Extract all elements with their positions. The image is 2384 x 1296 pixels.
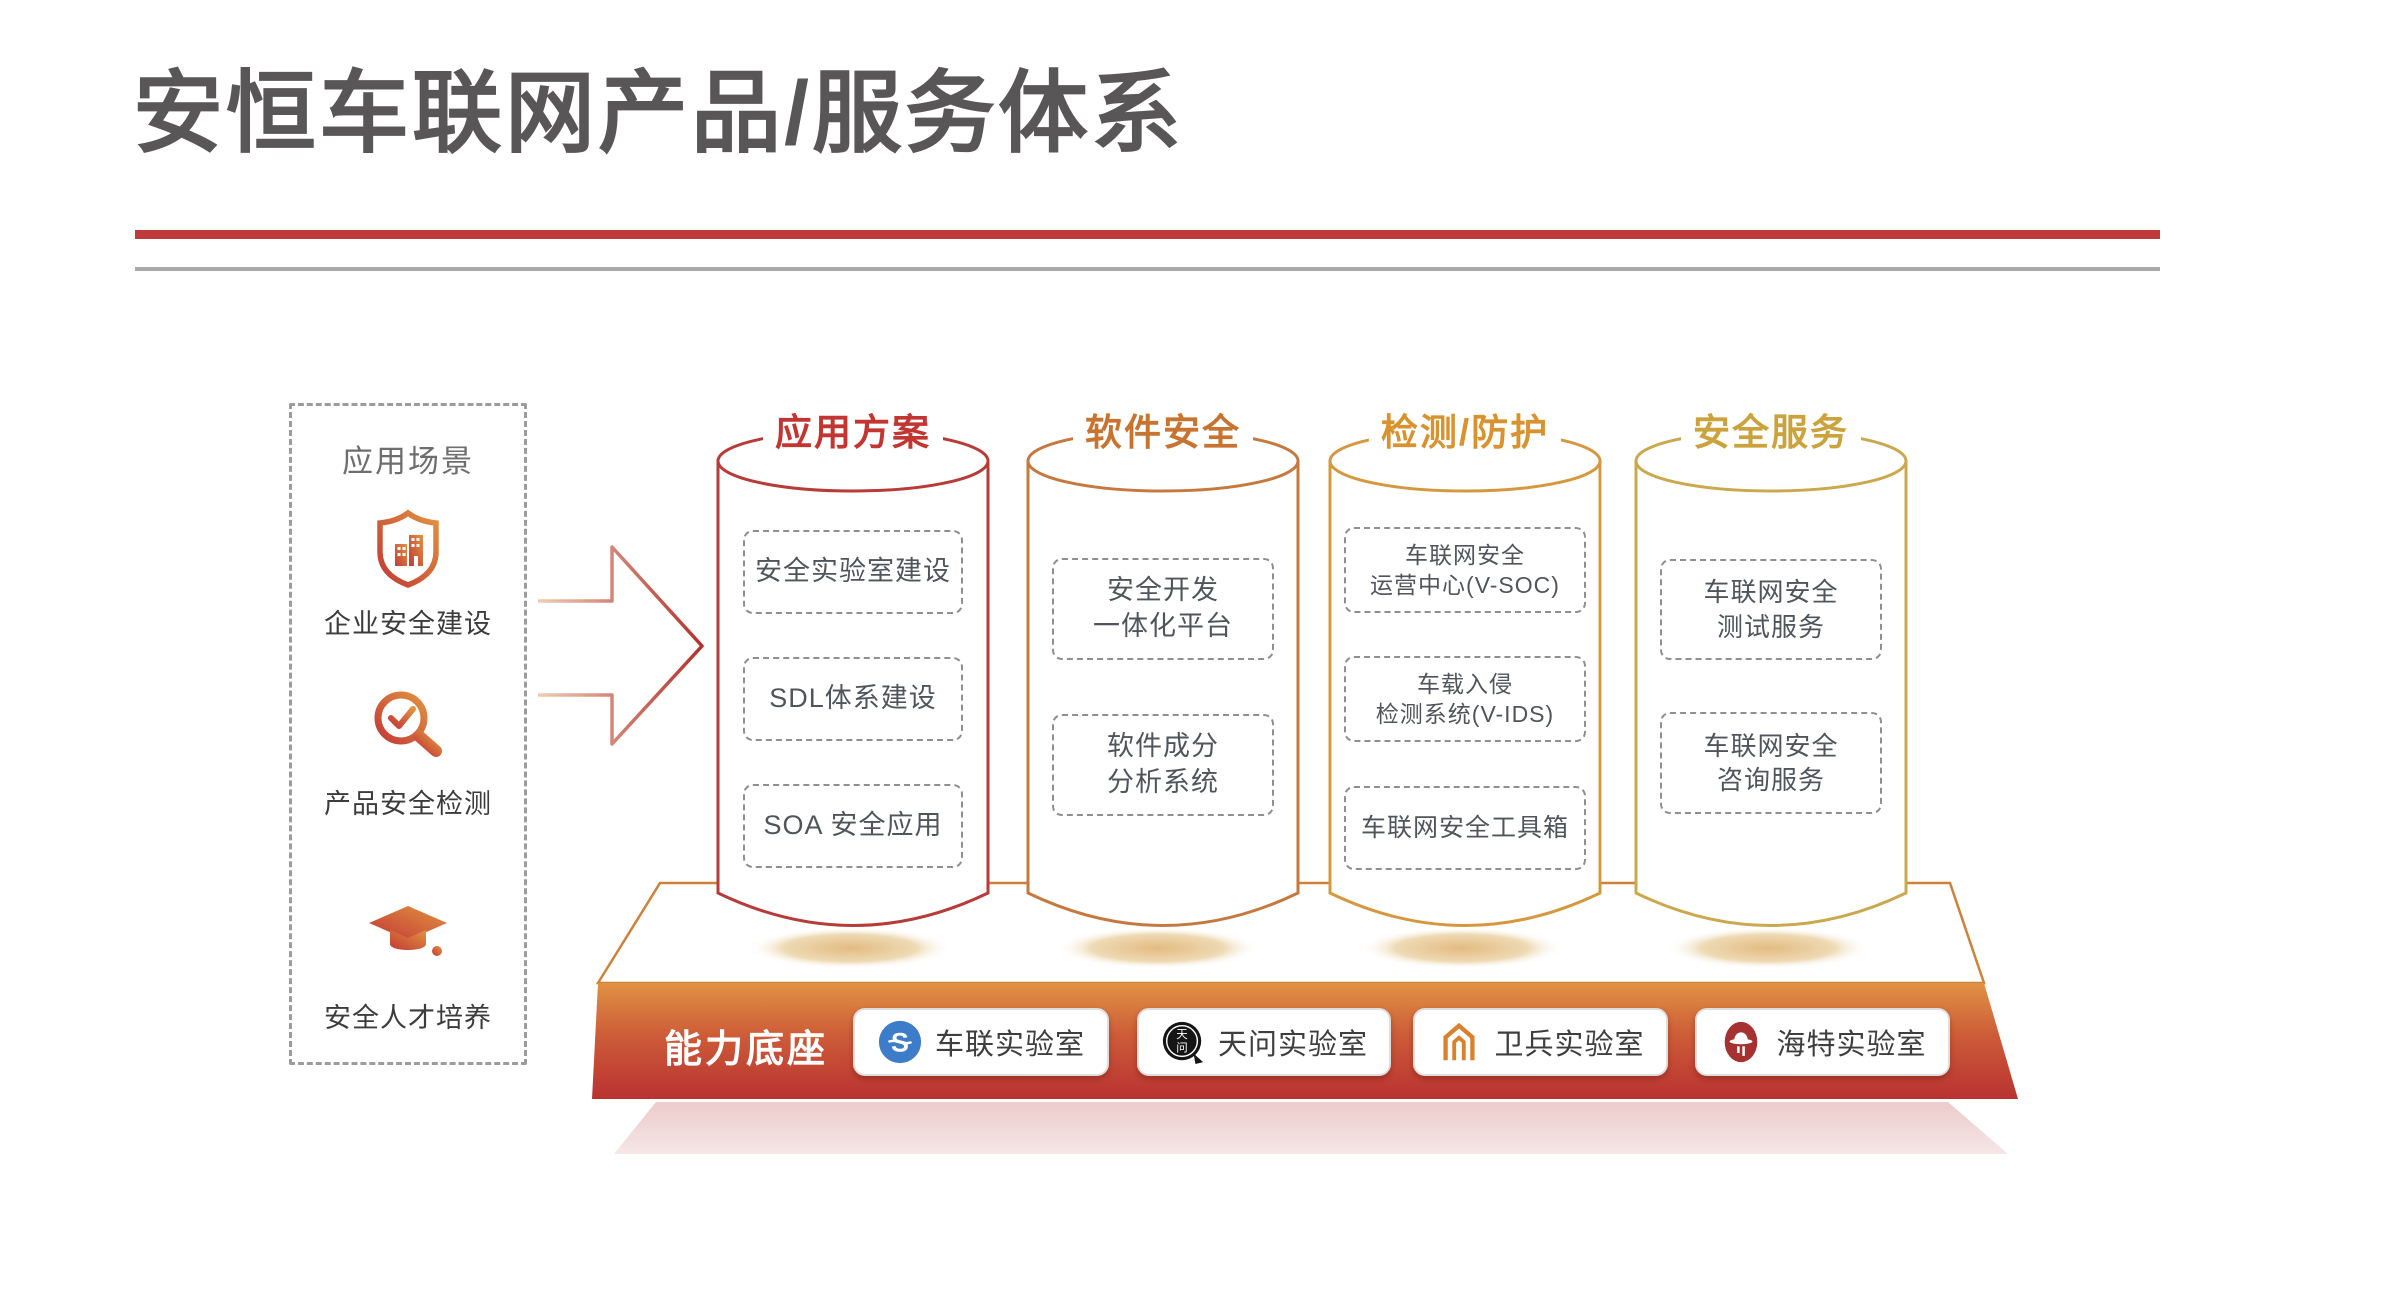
orange-gate-icon [1443,1022,1476,1061]
cylinder-shadow [1056,927,1260,969]
cylinder-shadow [1666,927,1870,969]
panel-title: 应用场景 [342,444,474,479]
product-box: 安全实验室建设 [743,530,963,614]
cylinder-shadow [748,927,952,969]
platform-base-shadow [614,1102,2008,1154]
blue-shield-s-icon: S [878,1020,922,1064]
scenario-label: 安全人才培养 [324,1003,492,1033]
lab-chip-weibing: 卫兵实验室 [1413,1008,1668,1076]
lab-chip-haite: 海特实验室 [1695,1008,1950,1076]
scenario-label: 产品安全检测 [324,789,492,819]
page-title: 安恒车联网产品/服务体系 [133,64,1185,164]
black-seal-icon: 天 问 [1162,1021,1204,1065]
capability-base-label: 能力底座 [664,1029,829,1071]
title-rule-gray [135,267,2160,271]
cylinder-software-security [1026,429,1300,927]
svg-text:天: 天 [1176,1029,1188,1041]
column-title-application-solutions: 应用方案 [763,402,943,456]
column-title-detection-protection: 检测/防护 [1368,402,1562,456]
scenario-label: 企业安全建设 [324,609,492,639]
column-title-security-services: 安全服务 [1681,402,1861,456]
product-box: 车联网安全 测试服务 [1660,559,1882,660]
flow-arrow [538,545,704,746]
product-box: 车载入侵 检测系统(V-IDS) [1344,656,1586,742]
application-scenarios-panel: 应用场景 企业安全建设 产品安全检测 [289,403,527,1065]
shield-building-icon [377,509,439,588]
title-rule-red [135,230,2160,239]
lab-name: 海特实验室 [1776,1029,1927,1061]
product-box: SOA 安全应用 [743,784,963,868]
product-box: 车联网安全工具箱 [1344,786,1586,870]
lab-chip-chelian: S 车联实验室 [853,1008,1109,1076]
column-title-software-security: 软件安全 [1073,402,1253,456]
cylinder-shadow [1360,927,1564,969]
product-box: 车联网安全 咨询服务 [1660,712,1882,814]
product-box: 车联网安全 运营中心(V-SOC) [1344,527,1586,613]
white-hat-icon [1725,1021,1758,1063]
graduation-cap-icon [369,906,447,956]
product-box: SDL体系建设 [743,657,963,741]
lab-name: 车联实验室 [934,1029,1085,1061]
lab-name: 卫兵实验室 [1494,1029,1645,1061]
product-box: 安全开发 一体化平台 [1052,558,1274,660]
svg-text:问: 问 [1176,1042,1188,1055]
cylinder-security-services [1634,429,1908,927]
lab-name: 天问实验室 [1217,1029,1368,1061]
product-box: 软件成分 分析系统 [1052,714,1274,816]
lab-chip-tianwen: 天 问 天问实验室 [1137,1008,1391,1076]
magnifier-check-icon [374,691,442,757]
